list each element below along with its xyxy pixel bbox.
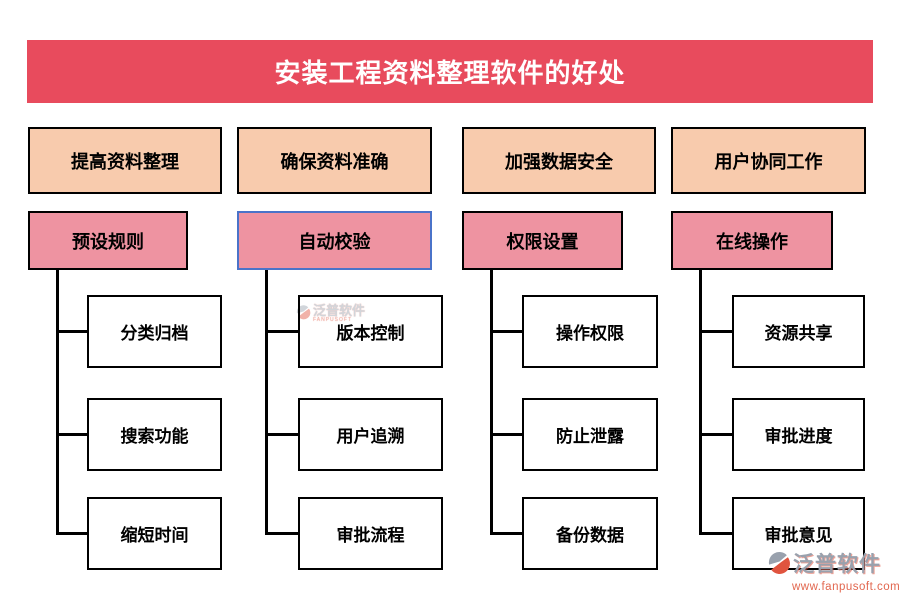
connector-stub <box>265 433 299 436</box>
header-box-collaboration: 用户协同工作 <box>671 127 866 194</box>
brand-name: 泛普软件 <box>793 553 881 576</box>
child-box-approval-progress: 审批进度 <box>732 398 865 471</box>
connector-stub <box>490 330 523 333</box>
child-box-user-trace: 用户追溯 <box>298 398 443 471</box>
child-box-classify-archive: 分类归档 <box>87 295 222 368</box>
child-box-prevent-leak: 防止泄露 <box>522 398 658 471</box>
header-box-data-security: 加强数据安全 <box>462 127 656 194</box>
connector-vertical-col3 <box>490 268 493 535</box>
connector-vertical-col1 <box>56 268 59 535</box>
child-box-shorten-time: 缩短时间 <box>87 497 222 570</box>
sub-box-preset-rules: 预设规则 <box>28 211 188 270</box>
connector-stub <box>699 433 733 436</box>
child-box-resource-sharing: 资源共享 <box>732 295 865 368</box>
connector-vertical-col4 <box>699 268 702 535</box>
connector-vertical-col2 <box>265 268 268 535</box>
connector-stub <box>265 532 299 535</box>
sub-box-permission-setting: 权限设置 <box>462 211 623 270</box>
header-box-improve-organizing: 提高资料整理 <box>28 127 222 194</box>
sub-box-auto-check-selected: 自动校验 <box>237 211 432 270</box>
sub-box-online-operation: 在线操作 <box>671 211 833 270</box>
child-box-search-function: 搜索功能 <box>87 398 222 471</box>
connector-stub <box>56 330 88 333</box>
connector-stub <box>56 532 88 535</box>
diagram-title: 安装工程资料整理软件的好处 <box>27 40 873 103</box>
child-box-version-control: 版本控制 <box>298 295 443 368</box>
header-box-ensure-accuracy: 确保资料准确 <box>237 127 432 194</box>
fanpu-logo-icon <box>766 550 791 580</box>
child-box-operation-rights: 操作权限 <box>522 295 658 368</box>
connector-stub <box>490 433 523 436</box>
connector-stub <box>699 532 733 535</box>
child-box-approval-flow: 审批流程 <box>298 497 443 570</box>
connector-stub <box>265 330 299 333</box>
connector-stub <box>490 532 523 535</box>
child-box-backup-data: 备份数据 <box>522 497 658 570</box>
child-box-approval-opinion: 审批意见 <box>732 497 865 570</box>
connector-stub <box>56 433 88 436</box>
brand-url: www.fanpusoft.com <box>792 581 900 593</box>
fanpu-logo: 泛普软件 www.fanpusoft.com <box>766 550 900 600</box>
connector-stub <box>699 330 733 333</box>
